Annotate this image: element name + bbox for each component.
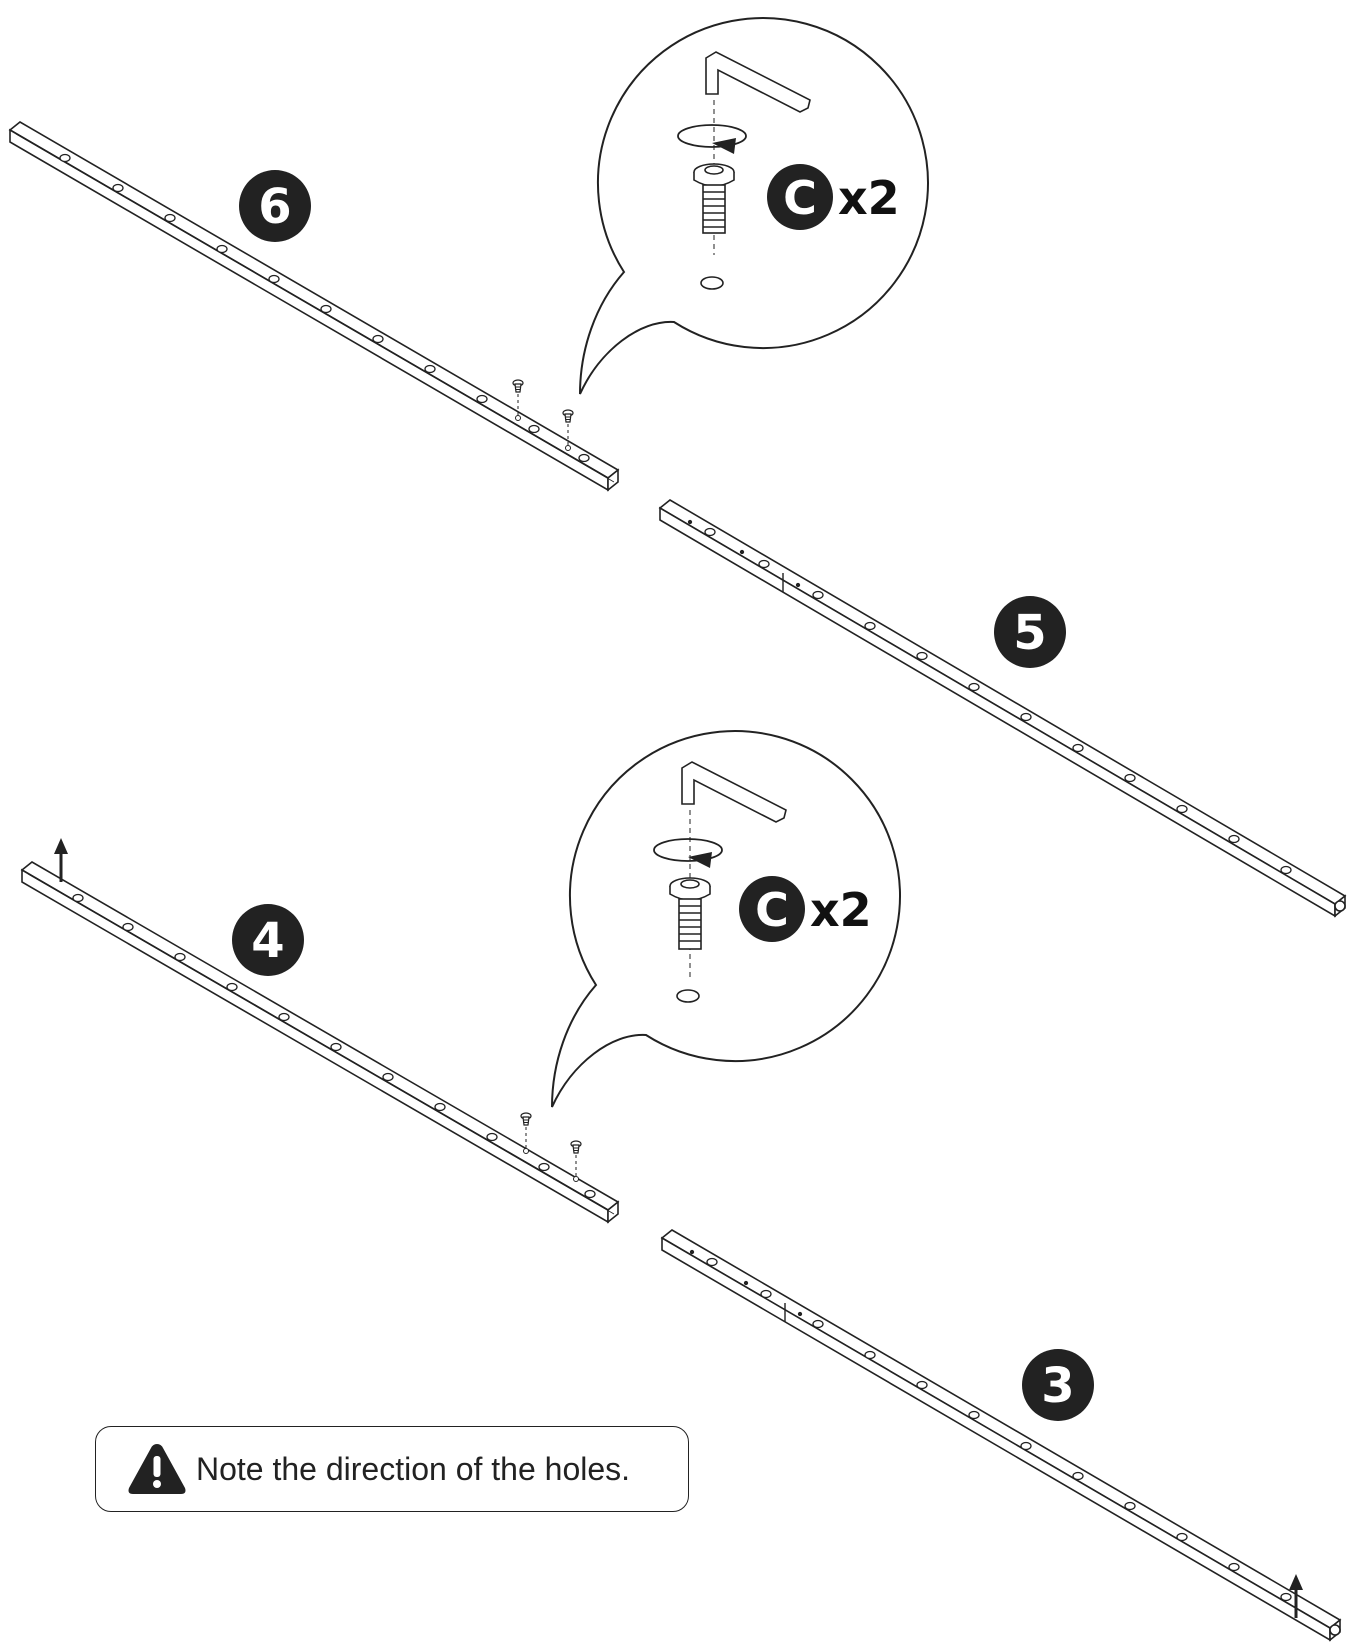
part-c-badge: C bbox=[739, 876, 805, 942]
step-4-number: 4 bbox=[251, 913, 284, 969]
step-3-number: 3 bbox=[1041, 1358, 1074, 1414]
part-c-quantity: x2 bbox=[810, 883, 872, 937]
callout-bubble-2: C x2 bbox=[552, 731, 900, 1107]
step-6-badge: 6 bbox=[239, 170, 311, 242]
callout-bubble-1: C x2 bbox=[580, 18, 928, 394]
note-box: Note the direction of the holes. bbox=[95, 1426, 689, 1512]
tube-4 bbox=[22, 862, 618, 1222]
note-text: Note the direction of the holes. bbox=[196, 1451, 630, 1488]
tube-6 bbox=[10, 122, 618, 490]
warning-icon bbox=[126, 1441, 188, 1497]
part-c-badge: C bbox=[767, 164, 833, 230]
part-c-quantity: x2 bbox=[838, 171, 900, 225]
step-3-badge: 3 bbox=[1022, 1349, 1094, 1421]
part-c-label: C bbox=[755, 883, 789, 937]
step-4-badge: 4 bbox=[232, 904, 304, 976]
part-c-label: C bbox=[783, 171, 817, 225]
step-5-number: 5 bbox=[1013, 605, 1046, 661]
step-5-badge: 5 bbox=[994, 596, 1066, 668]
step-6-number: 6 bbox=[258, 179, 291, 235]
